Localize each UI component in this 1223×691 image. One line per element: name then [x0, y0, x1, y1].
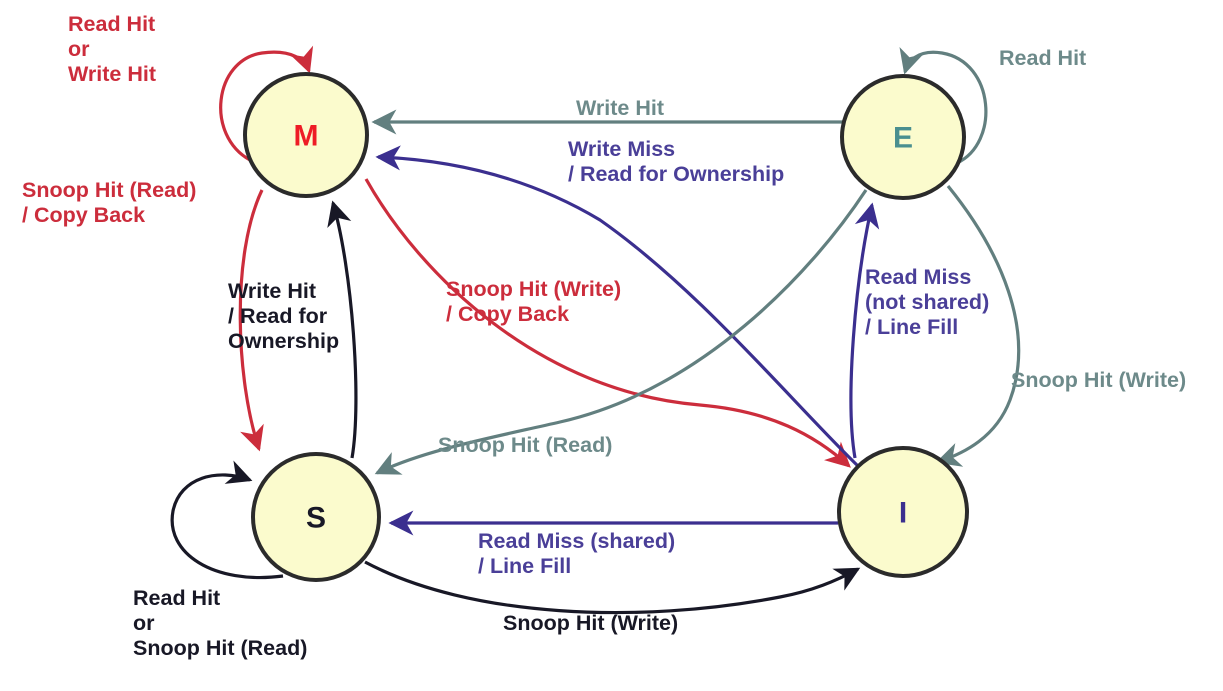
edge-label-i-to-s-line-1: Read Miss (shared)	[478, 529, 676, 553]
edge-e-self	[899, 46, 988, 165]
edge-label-m-to-i-line-1: Snoop Hit (Write)	[446, 277, 622, 301]
edge-label-e-to-s: Snoop Hit (Read)	[438, 433, 612, 458]
edge-label-i-to-m-line-2: / Read for Ownership	[568, 162, 785, 186]
edge-label-s-self-line-1: Read Hit	[133, 586, 221, 610]
state-circle-m[interactable]	[243, 72, 369, 198]
edge-label-i-to-e-line-2: (not shared)	[865, 290, 990, 314]
state-node-s[interactable]: S	[251, 452, 381, 582]
edge-label-e-to-i-line-1: Snoop Hit (Write)	[1011, 368, 1187, 392]
state-label-m: M	[294, 120, 319, 153]
edge-label-m-self-line-2: or	[68, 37, 90, 61]
edge-e-to-s	[374, 189, 868, 475]
edge-label-i-to-m: Write Miss / Read for Ownership	[568, 137, 784, 187]
state-circle-e[interactable]	[840, 74, 966, 200]
edge-label-i-to-e-line-3: / Line Fill	[865, 315, 959, 339]
state-label-s: S	[306, 502, 326, 535]
edge-label-m-to-s-line-2: / Copy Back	[22, 203, 146, 227]
edge-label-e-to-m: Write Hit	[576, 96, 664, 121]
edge-s-to-m	[327, 200, 358, 459]
edge-label-s-self-line-3: Snoop Hit (Read)	[133, 636, 308, 660]
edge-label-s-self-line-2: or	[133, 611, 155, 635]
edge-label-i-to-s-line-2: / Line Fill	[478, 554, 572, 578]
edge-label-e-to-m-line-1: Write Hit	[576, 96, 664, 120]
edge-label-m-to-i-line-2: / Copy Back	[446, 302, 570, 326]
state-node-i[interactable]: I	[837, 446, 969, 578]
edge-label-i-to-m-line-1: Write Miss	[568, 137, 676, 161]
edge-label-m-to-s: Snoop Hit (Read) / Copy Back	[22, 178, 196, 228]
edge-label-i-to-e-line-1: Read Miss	[865, 265, 972, 289]
edge-label-s-to-m: Write Hit / Read for Ownership	[228, 279, 339, 354]
state-label-i: I	[899, 497, 907, 530]
edge-m-to-i	[364, 178, 851, 468]
edge-label-m-to-i: Snoop Hit (Write) / Copy Back	[446, 277, 621, 327]
edge-i-to-m	[375, 145, 862, 470]
edge-label-m-self-line-1: Read Hit	[68, 12, 156, 36]
edge-label-s-to-i-line-1: Snoop Hit (Write)	[503, 611, 679, 635]
edge-e-to-i	[935, 184, 1021, 467]
state-circle-i[interactable]	[837, 446, 969, 578]
edge-m-to-s	[238, 189, 264, 452]
edge-label-m-self: Read Hit or Write Hit	[68, 12, 156, 87]
edge-label-s-to-m-line-3: Ownership	[228, 329, 340, 353]
state-circle-s[interactable]	[251, 452, 381, 582]
edge-s-self	[170, 460, 284, 580]
edge-m-self	[219, 45, 314, 162]
edge-label-s-to-i: Snoop Hit (Write)	[503, 611, 678, 636]
edge-label-e-self-line-1: Read Hit	[999, 46, 1087, 70]
state-node-m[interactable]: M	[243, 72, 369, 198]
edge-label-e-to-s-line-1: Snoop Hit (Read)	[438, 433, 613, 457]
state-node-e[interactable]: E	[840, 74, 966, 200]
edge-i-to-e	[849, 202, 880, 459]
edge-label-e-self: Read Hit	[999, 46, 1086, 71]
edge-label-s-to-m-line-2: / Read for	[228, 304, 328, 328]
edge-label-s-to-m-line-1: Write Hit	[228, 279, 316, 303]
edge-label-e-to-i: Snoop Hit (Write)	[1011, 368, 1186, 393]
edge-label-i-to-s: Read Miss (shared) / Line Fill	[478, 529, 675, 579]
edge-s-to-i	[364, 560, 861, 615]
edge-label-i-to-e: Read Miss (not shared) / Line Fill	[865, 265, 989, 340]
edge-label-m-self-line-3: Write Hit	[68, 62, 156, 86]
state-label-e: E	[893, 122, 913, 155]
edge-label-s-self: Read Hit or Snoop Hit (Read)	[133, 586, 307, 661]
edge-label-m-to-s-line-1: Snoop Hit (Read)	[22, 178, 197, 202]
